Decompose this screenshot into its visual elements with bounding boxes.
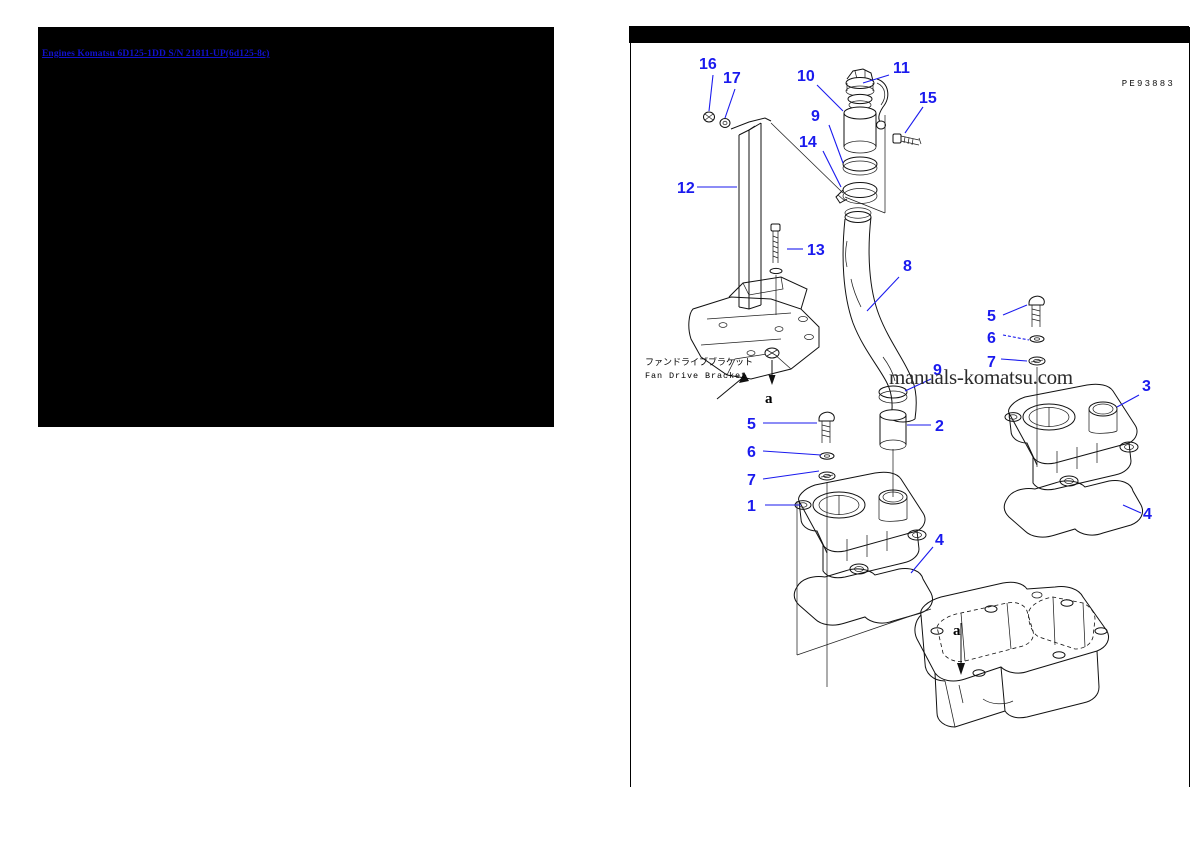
callout-11: 11 [893,60,910,77]
callout-6-right: 6 [987,330,996,347]
engine-housing [914,581,1110,728]
leader-15 [904,106,924,134]
callout-4-right: 4 [1143,506,1152,523]
bracket-base-plate [688,276,820,380]
arrow-a-right-head [957,663,965,675]
bracket-label-en: Fan Drive Bracket [645,371,747,381]
leader-10 [816,84,844,112]
callout-5-left: 5 [747,416,756,433]
leader-11 [862,74,890,84]
parts-diagram-panel: PE93883 [629,26,1190,787]
support-rib [844,115,886,214]
leader-7-right [1000,358,1028,362]
technical-line-art: a ファンドライブブラケット Fan Drive Bracket [645,56,1152,728]
callout-15: 15 [919,90,937,107]
diagram-top-black-bar [629,26,1190,43]
leader-9-lower [904,378,932,392]
rocker-cover-3 [1004,383,1139,491]
leader-8 [866,276,900,312]
callout-7-left: 7 [747,472,756,489]
washer-6-left [819,452,835,460]
clamp-14 [835,182,878,204]
washer-under-bolt-13 [769,267,783,275]
callout-9-upper: 9 [811,108,820,125]
callout-1: 1 [747,498,756,515]
diagram-part-number: PE93883 [1121,79,1175,89]
bolt-16 [703,111,715,123]
nut-a-left [764,347,780,359]
bolt-15 [892,133,922,146]
bolt-5-left [818,411,835,443]
bolt-13 [770,223,781,263]
retainer-clip-11 [876,78,889,130]
callout-6-left: 6 [747,444,756,461]
filler-cap-11 [845,68,875,97]
callout-9-lower: 9 [933,362,942,379]
callout-7-right: 7 [987,354,996,371]
oring-9-upper [842,156,878,176]
leader-6-right [1002,334,1030,341]
filler-neck-10 [843,93,877,154]
callout-14: 14 [799,134,817,151]
leader-16 [708,74,714,112]
callout-5-right: 5 [987,308,996,325]
callout-17: 17 [723,70,741,87]
leader-3 [1116,394,1140,408]
washer-6-right [1029,335,1045,343]
rocker-cover-1 [794,471,927,579]
left-black-panel: Engines Komatsu 6D125-1DD S/N 21811-UP(6… [38,27,554,427]
diagonal-leader-rib [770,122,844,194]
fan-drive-bracket-post [738,122,762,310]
construction-line-diagonal [796,608,932,656]
bracket-label-arrowhead [739,372,749,383]
leader-4-right [1122,504,1142,514]
bracket-label-jp: ファンドライブブラケット [645,356,753,368]
leader-6-left [762,450,822,456]
washer-17 [719,118,731,128]
lockwasher-7-right [1028,356,1046,366]
leader-4-left [910,546,934,574]
gasket-4-right [1003,480,1144,538]
leader-7-left [762,470,820,480]
leader-9-upper [828,124,844,164]
leader-14 [822,150,842,188]
callout-13: 13 [807,242,825,259]
callout-2: 2 [935,418,944,435]
engine-model-link[interactable]: Engines Komatsu 6D125-1DD S/N 21811-UP(6… [42,49,270,59]
callout-12: 12 [677,180,695,197]
callout-10: 10 [797,68,815,85]
callout-4-left: 4 [935,532,944,549]
bolt-5-right [1028,295,1045,327]
callout-3: 3 [1142,378,1151,395]
sleeve-2 [879,409,907,451]
lockwasher-7-left [818,471,836,481]
bracket-top-flange [730,117,772,130]
callout-16: 16 [699,56,717,73]
leader-5-right [1002,304,1028,316]
gasket-4-left [793,568,934,626]
leader-17 [724,88,736,119]
oring-9-lower [878,385,908,404]
marker-a-right: a [953,623,961,639]
callout-8: 8 [903,258,912,275]
marker-a-left: a [765,391,773,407]
arrow-a-left-head [768,375,776,385]
